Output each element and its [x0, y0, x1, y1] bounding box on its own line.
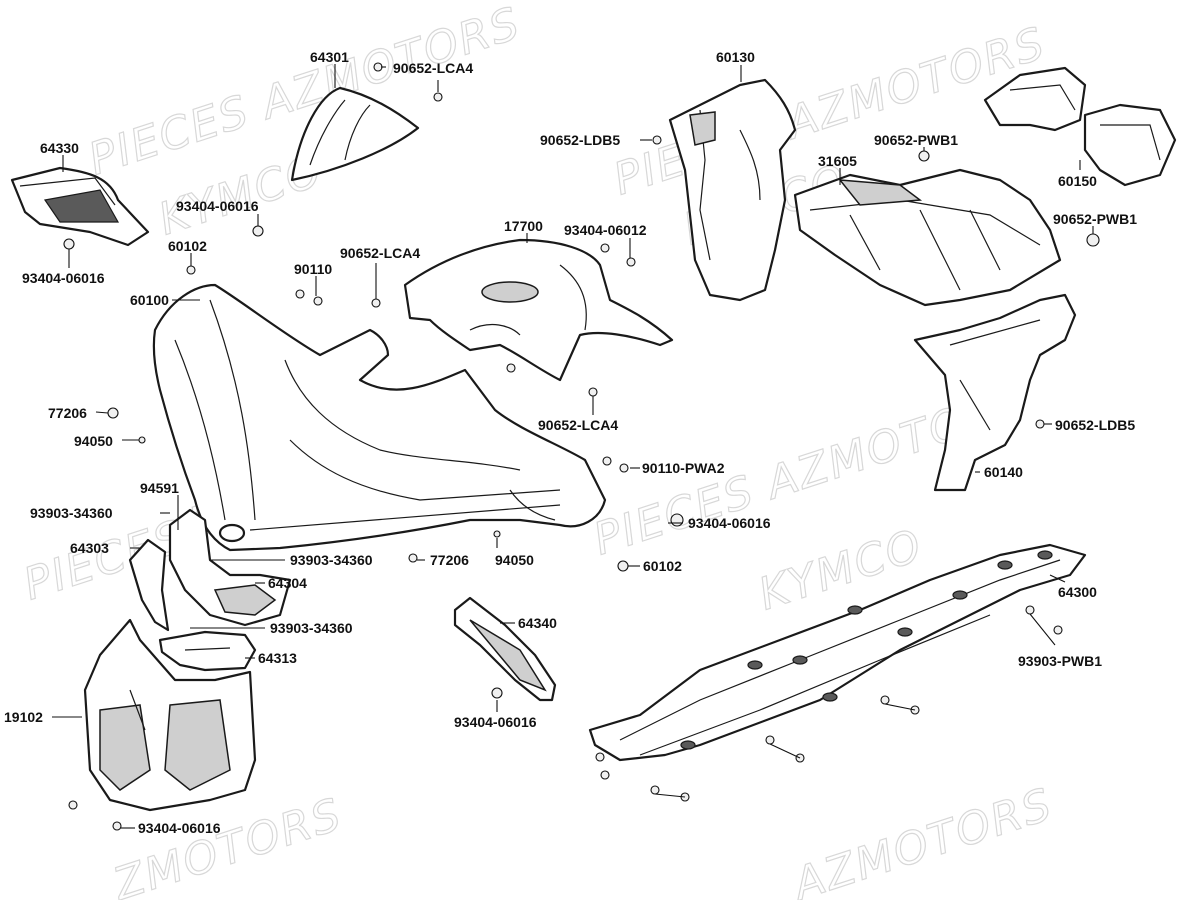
- clip-icon: [371, 298, 381, 308]
- hardware: [63, 62, 1100, 831]
- label-93903-34360: 93903-34360: [290, 552, 373, 568]
- label-93404-06016: 93404-06016: [176, 198, 259, 214]
- screw-icon: [295, 289, 305, 299]
- bolt-icon: [880, 695, 890, 705]
- clip-icon: [373, 62, 383, 72]
- part-grille-64304: [168, 508, 292, 627]
- bolt-icon: [670, 513, 684, 527]
- label-90652-ldb5: 90652-LDB5: [540, 132, 620, 148]
- label-17700: 17700: [504, 218, 543, 234]
- label-93903-pwb1: 93903-PWB1: [1018, 653, 1102, 669]
- label-93903-34360: 93903-34360: [270, 620, 353, 636]
- clip-icon: [506, 363, 516, 373]
- part-trim-64313: [158, 630, 257, 672]
- label-64304: 64304: [268, 575, 307, 591]
- bolt-icon: [765, 735, 775, 745]
- bolt-icon: [1086, 233, 1100, 247]
- bolt-icon: [650, 785, 660, 795]
- label-60130: 60130: [716, 49, 755, 65]
- label-60102: 60102: [643, 558, 682, 574]
- label-31605: 31605: [818, 153, 857, 169]
- screw-icon: [313, 296, 323, 306]
- part-duct-60150: [983, 66, 1177, 187]
- leader-lines: [52, 64, 1094, 829]
- part-trim-64303: [128, 538, 170, 632]
- part-labels: 64301 90652-LCA4 64330 93404-06016 93404…: [4, 49, 1137, 836]
- part-bracket-64330: [10, 166, 150, 247]
- label-19102: 19102: [4, 709, 43, 725]
- label-64300: 64300: [1058, 584, 1097, 600]
- clip-icon: [433, 92, 443, 102]
- bolt-icon: [63, 238, 75, 250]
- bolt-icon: [1025, 605, 1035, 615]
- label-90652-lca4: 90652-LCA4: [340, 245, 420, 261]
- label-64313: 64313: [258, 650, 297, 666]
- grommet-icon: [408, 553, 418, 563]
- clip-icon: [1035, 419, 1045, 429]
- label-93404-06016: 93404-06016: [138, 820, 221, 836]
- label-93404-06016: 93404-06016: [688, 515, 771, 531]
- part-storage-tray-31605: [793, 168, 1062, 307]
- bolt-icon: [252, 225, 264, 237]
- label-77206: 77206: [430, 552, 469, 568]
- label-93404-06012: 93404-06012: [564, 222, 647, 238]
- nut-icon: [138, 436, 146, 444]
- label-90652-ldb5: 90652-LDB5: [1055, 417, 1135, 433]
- label-90110: 90110: [294, 261, 332, 277]
- label-90652-lca4: 90652-LCA4: [393, 60, 473, 76]
- label-90652-pwb1: 90652-PWB1: [1053, 211, 1137, 227]
- nut-icon: [186, 265, 196, 275]
- nut-icon: [617, 560, 629, 572]
- label-94050: 94050: [74, 433, 113, 449]
- grommet-icon: [107, 407, 119, 419]
- screw-icon: [112, 821, 122, 831]
- part-side-cover-60130: [668, 78, 797, 302]
- nut-icon: [493, 530, 501, 538]
- screw-icon: [619, 463, 629, 473]
- part-cover-64340: [453, 596, 557, 702]
- part-front-lower-19102: [83, 618, 257, 812]
- screw-icon: [602, 456, 612, 466]
- bolt-icon: [600, 770, 610, 780]
- watermark-text: AZMOTORS: [785, 779, 1059, 900]
- label-60150: 60150: [1058, 173, 1097, 189]
- nut-icon: [68, 800, 78, 810]
- label-93404-06016: 93404-06016: [454, 714, 537, 730]
- label-64330: 64330: [40, 140, 79, 156]
- label-90110-pwa2: 90110-PWA2: [642, 460, 725, 476]
- label-90652-pwb1: 90652-PWB1: [874, 132, 958, 148]
- part-skid-plate-64300: [588, 543, 1087, 762]
- label-90652-lca4: 90652-LCA4: [538, 417, 618, 433]
- label-64340: 64340: [518, 615, 557, 631]
- part-windscreen-64301: [290, 86, 420, 182]
- label-64303: 64303: [70, 540, 109, 556]
- bolt-icon: [595, 752, 605, 762]
- label-60100: 60100: [130, 292, 169, 308]
- bolt-icon: [491, 687, 503, 699]
- label-60102: 60102: [168, 238, 207, 254]
- clip-icon: [588, 387, 598, 397]
- label-93903-34360: 93903-34360: [30, 505, 113, 521]
- part-center-cover-17700: [403, 238, 674, 382]
- label-94050: 94050: [495, 552, 534, 568]
- label-94591: 94591: [140, 480, 179, 496]
- label-60140: 60140: [984, 464, 1023, 480]
- label-93404-06016: 93404-06016: [22, 270, 105, 286]
- bolt-icon: [1053, 625, 1063, 635]
- part-side-panel-60140: [913, 293, 1077, 492]
- label-64301: 64301: [310, 49, 349, 65]
- nut-icon: [626, 257, 636, 267]
- bolt-icon: [600, 243, 610, 253]
- clip-icon: [652, 135, 662, 145]
- bolt-icon: [918, 150, 930, 162]
- label-77206: 77206: [48, 405, 87, 421]
- part-front-fender-60100: [152, 283, 607, 552]
